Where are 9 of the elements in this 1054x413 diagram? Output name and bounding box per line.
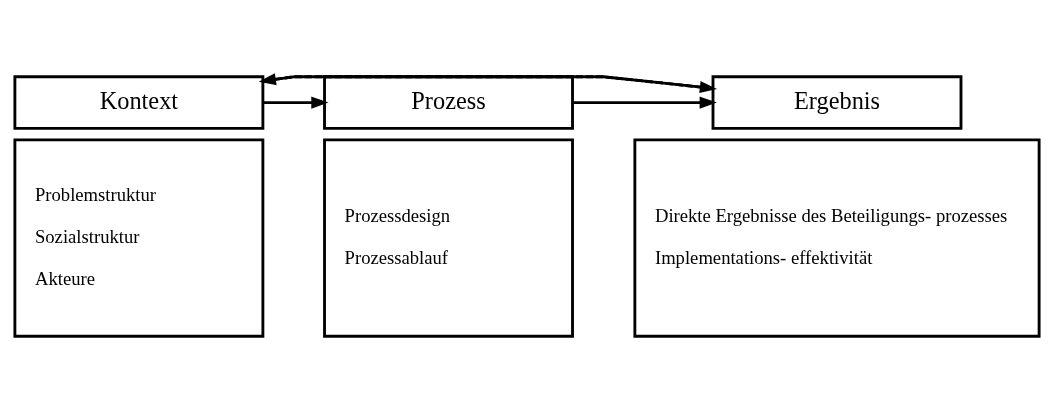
- arrow: [572, 96, 717, 109]
- node-box: Direkte Ergebnisse des Beteiligungs- prozesses Implementations- effektivität: [633, 138, 1041, 338]
- node-box: Kontext: [13, 75, 265, 130]
- node-box: Problemstruktur Sozialstruktur Akteure: [13, 138, 265, 338]
- node-box: Ergebnis: [711, 75, 963, 130]
- arrow: [258, 73, 713, 90]
- node-box: Prozess: [323, 75, 574, 130]
- arrow: [263, 96, 329, 109]
- node-box: Prozessdesign Prozessablauf: [323, 138, 574, 338]
